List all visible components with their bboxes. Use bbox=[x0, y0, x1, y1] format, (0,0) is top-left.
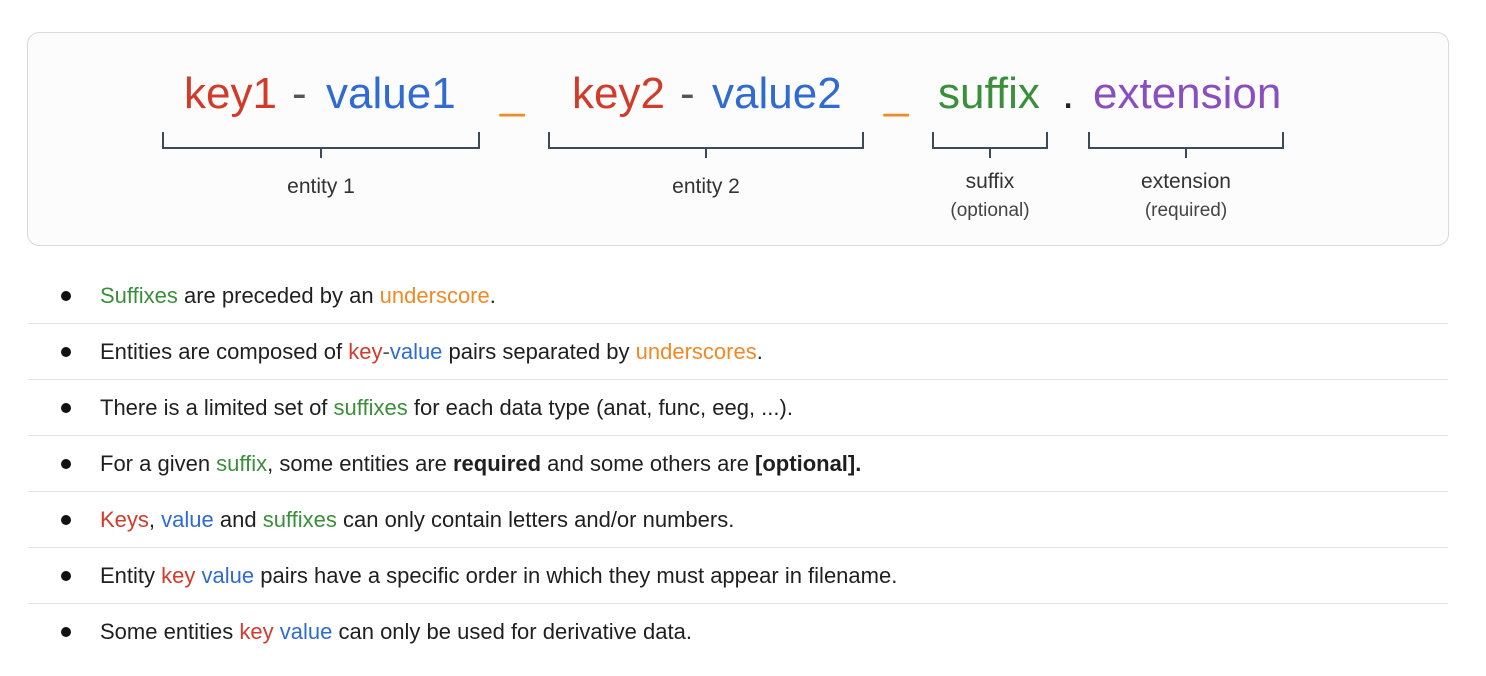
bullet-icon bbox=[61, 459, 71, 469]
rule-item: Entity key value pairs have a specific o… bbox=[28, 548, 1448, 604]
highlighted-term: value bbox=[161, 507, 214, 532]
rules-list: Suffixes are preceded by an underscore.E… bbox=[28, 268, 1448, 660]
rule-fragment: Entities are composed of bbox=[100, 339, 349, 364]
label-entity-2: entity 2 bbox=[672, 175, 740, 198]
highlighted-term: value bbox=[389, 339, 443, 364]
bullet-icon bbox=[61, 627, 71, 637]
rule-fragment: and bbox=[213, 507, 263, 532]
rule-fragment: There is a limited set of bbox=[100, 395, 334, 420]
brace-suffix bbox=[932, 130, 1048, 160]
label-suffix-note: (optional) bbox=[950, 200, 1030, 221]
highlighted-term: - bbox=[382, 339, 390, 364]
bullet-icon bbox=[61, 403, 71, 413]
token-suffix: suffix bbox=[938, 69, 1040, 118]
rule-text: For a given suffix, some entities are re… bbox=[100, 436, 861, 492]
bullet-icon bbox=[61, 571, 71, 581]
rule-fragment: are preceded by an bbox=[177, 283, 380, 308]
highlighted-term: underscores bbox=[635, 339, 757, 364]
brace-entity-2 bbox=[548, 130, 864, 160]
filename-pattern-diagram bbox=[27, 32, 1449, 246]
rule-text: Entities are composed of key-value pairs… bbox=[100, 324, 763, 380]
highlighted-term: value bbox=[279, 619, 333, 644]
label-extension: extension (required) bbox=[1096, 167, 1276, 225]
rule-fragment: pairs have a specific order in which the… bbox=[254, 563, 898, 588]
token-dash-2: - bbox=[680, 69, 695, 118]
rule-fragment: , bbox=[148, 507, 162, 532]
rule-item: Entities are composed of key-value pairs… bbox=[28, 324, 1448, 380]
token-extension: extension bbox=[1093, 69, 1282, 118]
token-value1: value1 bbox=[326, 69, 456, 118]
rule-fragment: Entity bbox=[100, 563, 162, 588]
rule-item: Suffixes are preceded by an underscore. bbox=[28, 268, 1448, 324]
highlighted-term: key bbox=[239, 619, 274, 644]
brace-entity-1 bbox=[162, 130, 480, 160]
rule-fragment: pairs separated by bbox=[442, 339, 636, 364]
highlighted-term: suffixes bbox=[262, 507, 337, 532]
highlighted-term: suffix bbox=[216, 451, 268, 476]
rule-item: For a given suffix, some entities are re… bbox=[28, 436, 1448, 492]
emphasized-term: required bbox=[453, 451, 542, 476]
rule-fragment: . bbox=[489, 283, 496, 308]
highlighted-term: key bbox=[161, 563, 196, 588]
highlighted-term: underscore bbox=[379, 283, 490, 308]
token-key1: key1 bbox=[184, 69, 277, 118]
rule-text: There is a limited set of suffixes for e… bbox=[100, 380, 793, 436]
highlighted-term: value bbox=[201, 563, 255, 588]
token-dash-1: - bbox=[292, 69, 307, 118]
bullet-icon bbox=[61, 291, 71, 301]
token-dot: . bbox=[1062, 69, 1075, 118]
bullet-icon bbox=[61, 515, 71, 525]
token-underscore-2: _ bbox=[884, 69, 909, 118]
highlighted-term: key bbox=[348, 339, 383, 364]
token-value2: value2 bbox=[712, 69, 842, 118]
rule-item: Keys, value and suffixes can only contai… bbox=[28, 492, 1448, 548]
rule-fragment: . bbox=[756, 339, 763, 364]
highlighted-term: Keys bbox=[100, 507, 149, 532]
label-suffix-name: suffix bbox=[965, 170, 1015, 193]
rule-fragment: for each data type (anat, func, eeg, ...… bbox=[407, 395, 793, 420]
label-suffix: suffix (optional) bbox=[910, 167, 1070, 225]
label-extension-name: extension bbox=[1141, 170, 1231, 193]
emphasized-term: [optional]. bbox=[755, 451, 862, 476]
rule-fragment: , some entities are bbox=[267, 451, 453, 476]
bullet-icon bbox=[61, 347, 71, 357]
highlighted-term: Suffixes bbox=[100, 283, 178, 308]
label-entity-1: entity 1 bbox=[287, 175, 355, 198]
label-extension-note: (required) bbox=[1144, 200, 1228, 221]
rule-text: Entity key value pairs have a specific o… bbox=[100, 548, 897, 604]
rule-text: Keys, value and suffixes can only contai… bbox=[100, 492, 734, 548]
rule-item: Some entities key value can only be used… bbox=[28, 604, 1448, 660]
highlighted-term: suffixes bbox=[333, 395, 408, 420]
brace-extension bbox=[1088, 130, 1284, 160]
rule-fragment: Some entities bbox=[100, 619, 240, 644]
rule-fragment: can only contain letters and/or numbers. bbox=[336, 507, 735, 532]
token-underscore-1: _ bbox=[500, 69, 525, 118]
rule-fragment: can only be used for derivative data. bbox=[332, 619, 692, 644]
rule-fragment: For a given bbox=[100, 451, 217, 476]
rule-fragment: and some others are bbox=[541, 451, 756, 476]
rule-text: Some entities key value can only be used… bbox=[100, 604, 692, 660]
rule-item: There is a limited set of suffixes for e… bbox=[28, 380, 1448, 436]
token-key2: key2 bbox=[572, 69, 665, 118]
rule-text: Suffixes are preceded by an underscore. bbox=[100, 268, 496, 324]
